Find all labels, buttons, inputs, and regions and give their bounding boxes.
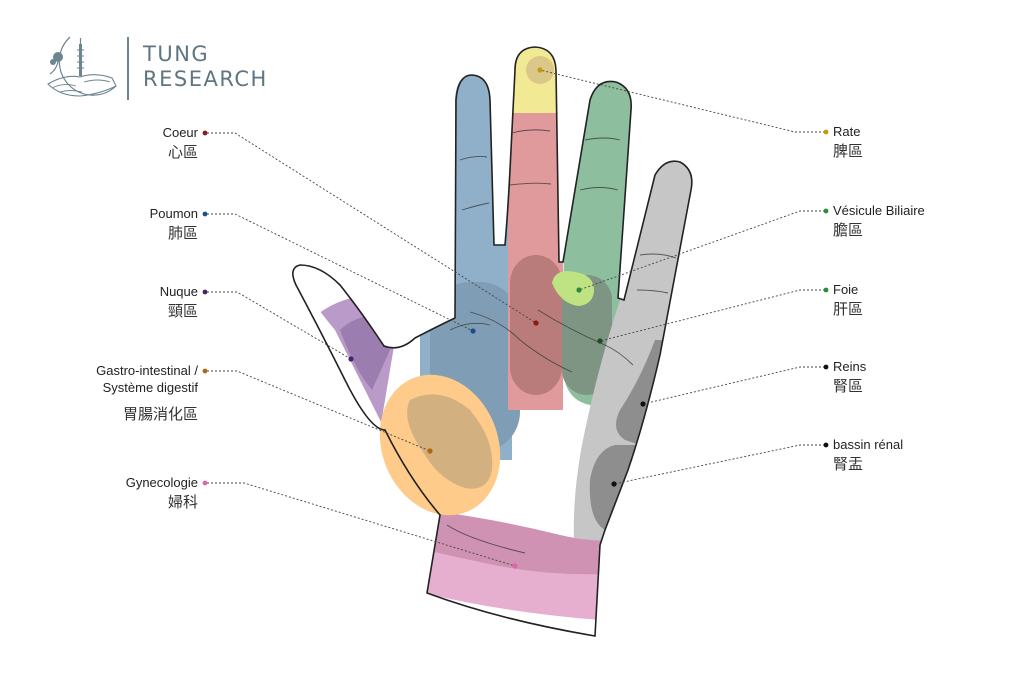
label-nuque-fr: Nuque <box>159 284 198 299</box>
label-coeur: Coeur 心區 <box>163 124 198 163</box>
label-reins: Reins 腎區 <box>833 358 866 397</box>
label-gastro-zh: 胃腸消化區 <box>122 405 198 423</box>
label-rate-zh: 脾區 <box>833 142 864 160</box>
logo-line-1: TUNG <box>143 42 210 66</box>
label-coeur-fr: Coeur <box>162 125 198 140</box>
logo-divider <box>127 37 129 100</box>
leader-vesicule <box>578 210 825 291</box>
label-foie-zh: 肝區 <box>833 300 864 318</box>
label-reins-zh: 腎區 <box>833 377 864 395</box>
label-reins-fr: Reins <box>833 359 867 374</box>
leader-poumon <box>207 213 474 332</box>
label-vesicule: Vésicule Biliaire 膽區 <box>833 202 925 241</box>
label-poumon-fr: Poumon <box>149 206 198 221</box>
label-poumon: Poumon 肺區 <box>150 205 198 244</box>
zone-vesicule <box>552 271 595 306</box>
label-dots <box>202 129 829 486</box>
label-nuque-zh: 頸區 <box>167 302 198 320</box>
label-bassin-fr: bassin rénal <box>833 437 904 452</box>
zone-points <box>348 67 646 569</box>
leader-nuque <box>207 291 352 360</box>
leader-coeur <box>207 132 537 324</box>
leader-rate <box>539 69 825 133</box>
label-gastro-fr: Gastro-intestinal / <box>96 363 198 378</box>
label-gyneco-zh: 婦科 <box>167 493 198 511</box>
label-bassin-zh: 腎盂 <box>833 455 864 473</box>
label-bassin: bassin rénal 腎盂 <box>833 436 903 475</box>
leader-bassin <box>613 444 825 485</box>
label-gastro-fr2: Système digestif <box>102 380 198 395</box>
label-vesicule-fr: Vésicule Biliaire <box>833 203 925 218</box>
label-nuque: Nuque 頸區 <box>160 283 198 322</box>
tung-research-emblem-icon <box>47 36 117 97</box>
logo-wordmark: TUNG RESEARCH <box>143 42 268 92</box>
leader-foie <box>599 289 825 342</box>
label-gyneco: Gynecologie 婦科 <box>126 474 198 513</box>
label-rate: Rate 脾區 <box>833 123 863 162</box>
label-vesicule-zh: 膽區 <box>833 221 864 239</box>
leader-gyneco <box>207 482 516 567</box>
logo-line-2: RESEARCH <box>143 67 268 91</box>
label-gastro: Gastro-intestinal / Système digestif 胃腸消… <box>96 362 198 425</box>
leader-gastro <box>207 370 431 452</box>
label-poumon-zh: 肺區 <box>167 224 198 242</box>
label-gyneco-fr: Gynecologie <box>125 475 198 490</box>
label-coeur-zh: 心區 <box>167 143 198 161</box>
leader-reins <box>642 366 825 405</box>
label-foie-fr: Foie <box>833 282 859 297</box>
label-foie: Foie 肝區 <box>833 281 863 320</box>
label-rate-fr: Rate <box>833 124 861 139</box>
